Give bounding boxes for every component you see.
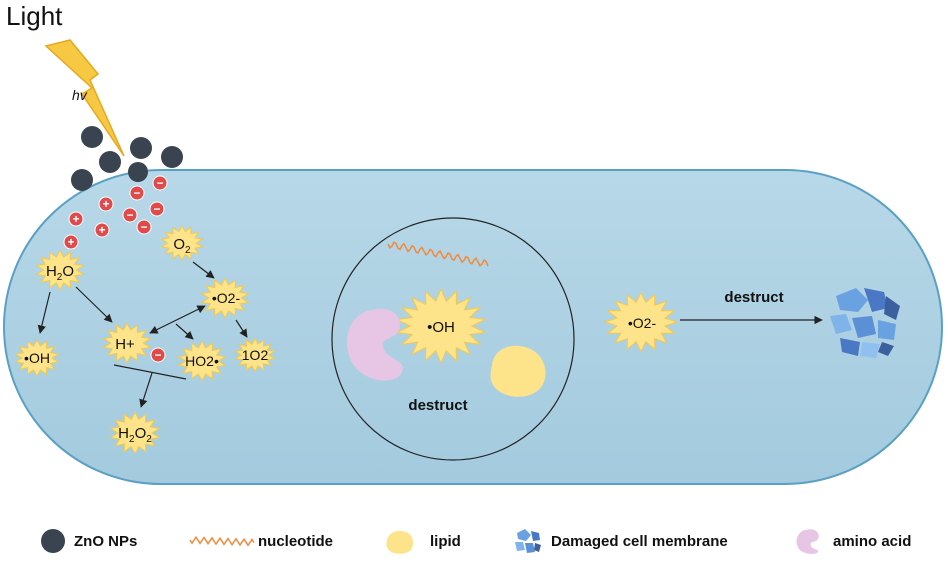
arrow-h2o-to-hplus	[75, 286, 113, 323]
electron-minus-icon: −	[136, 219, 152, 235]
h2o2-burst	[109, 411, 161, 455]
ros-mechanism-diagram: Light hv + + + + − − − − − −	[3, 1, 943, 485]
arrow-superoxide-hplus	[149, 305, 206, 334]
hole-plus-icon: +	[63, 234, 79, 250]
destruct-membrane-label: destruct	[724, 289, 783, 306]
svg-text:+: +	[98, 223, 105, 237]
electron-minus-icon: −	[149, 201, 165, 217]
nucleotide-wave-icon	[189, 535, 255, 547]
legend-item-nucleotide: nucleotide	[188, 526, 333, 556]
hydroxyl-label: •OH	[24, 350, 50, 366]
zno-nanoparticle-icon	[41, 529, 65, 553]
o2-label: O2	[173, 236, 191, 256]
hole-plus-icon: +	[68, 211, 84, 227]
svg-text:+: +	[67, 235, 74, 249]
charge-carriers: + + + + − − − − − −	[63, 175, 168, 363]
light-energy-symbol: hv	[72, 87, 88, 103]
lipid-blob-icon	[386, 530, 414, 554]
nucleotide-strand	[387, 241, 489, 268]
legend: ZnO NPs nucleotide lipid Damaged cell me…	[0, 518, 948, 563]
zno-nanoparticles	[71, 126, 183, 191]
legend-item-lipid: lipid	[384, 526, 461, 556]
hole-plus-icon: +	[94, 222, 110, 238]
singlet-oxygen-burst	[234, 337, 276, 373]
electron-minus-icon: −	[152, 175, 168, 191]
svg-text:−: −	[154, 348, 161, 362]
zno-nanoparticle-icon	[81, 126, 103, 148]
h-plus-label: H+	[115, 336, 135, 353]
legend-item-membrane: Damaged cell membrane	[513, 526, 728, 556]
o2-burst	[160, 224, 204, 262]
svg-text:−: −	[140, 220, 147, 234]
legend-label: amino acid	[833, 532, 912, 550]
h2o2-label: H2O2	[118, 425, 152, 445]
lightning-bolt-icon	[44, 39, 125, 157]
legend-label: Damaged cell membrane	[551, 532, 728, 550]
arrow-to-ho2	[175, 323, 194, 340]
arrow-h2o-to-oh	[37, 291, 51, 334]
legend-item-zno: ZnO NPs	[40, 526, 137, 556]
hydroxyl-center-burst	[394, 287, 488, 365]
zno-nanoparticle-icon	[161, 146, 183, 168]
h2o-burst	[35, 249, 85, 291]
amino-acid-shape	[347, 308, 403, 381]
destruct-nucleus-label: destruct	[408, 397, 467, 414]
svg-text:+: +	[102, 197, 109, 211]
electron-minus-icon: −	[122, 207, 138, 223]
svg-text:+: +	[72, 212, 79, 226]
singlet-oxygen-label: 1O2	[242, 347, 269, 363]
electron-minus-icon: −	[150, 347, 166, 363]
page-title: Light	[6, 1, 63, 31]
legend-label: nucleotide	[258, 532, 334, 550]
hydroxyl-center-label: •OH	[427, 319, 455, 336]
reaction-bar	[113, 364, 187, 380]
arrow-to-singlet-oxygen	[235, 319, 248, 338]
damaged-membrane-icon	[830, 288, 900, 358]
svg-text:−: −	[156, 176, 163, 190]
zno-nanoparticle-icon	[130, 137, 152, 159]
svg-text:−: −	[133, 186, 140, 200]
legend-label: ZnO NPs	[74, 532, 138, 550]
svg-text:−: −	[153, 202, 160, 216]
lipid-blob	[490, 345, 546, 397]
h-plus-burst	[102, 322, 152, 364]
superoxide-right-burst	[603, 291, 679, 353]
hole-plus-icon: +	[98, 196, 114, 212]
arrow-o2-to-superoxide	[192, 261, 215, 279]
arrow-to-h2o2	[139, 372, 153, 408]
hydroxyl-burst	[14, 338, 60, 378]
zno-nanoparticle-icon	[99, 151, 121, 173]
legend-label: lipid	[430, 532, 461, 550]
reactive-species	[14, 224, 679, 455]
damaged-membrane-icon	[515, 529, 541, 553]
h2o-label: H2O	[46, 263, 74, 283]
reaction-arrows	[37, 261, 248, 408]
zno-nanoparticle-icon	[71, 169, 93, 191]
superoxide-right-label: •O2-	[628, 315, 657, 331]
ho2-label: HO2•	[185, 353, 219, 369]
amino-acid-icon	[796, 529, 819, 554]
svg-text:−: −	[126, 208, 133, 222]
superoxide-label: •O2-	[212, 290, 241, 306]
electron-minus-icon: −	[129, 185, 145, 201]
nucleoid-region	[331, 217, 575, 461]
ho2-burst	[177, 340, 227, 382]
superoxide-burst	[200, 277, 250, 319]
legend-item-amino-acid: amino acid	[795, 526, 911, 556]
zno-nanoparticle-icon	[128, 162, 148, 182]
